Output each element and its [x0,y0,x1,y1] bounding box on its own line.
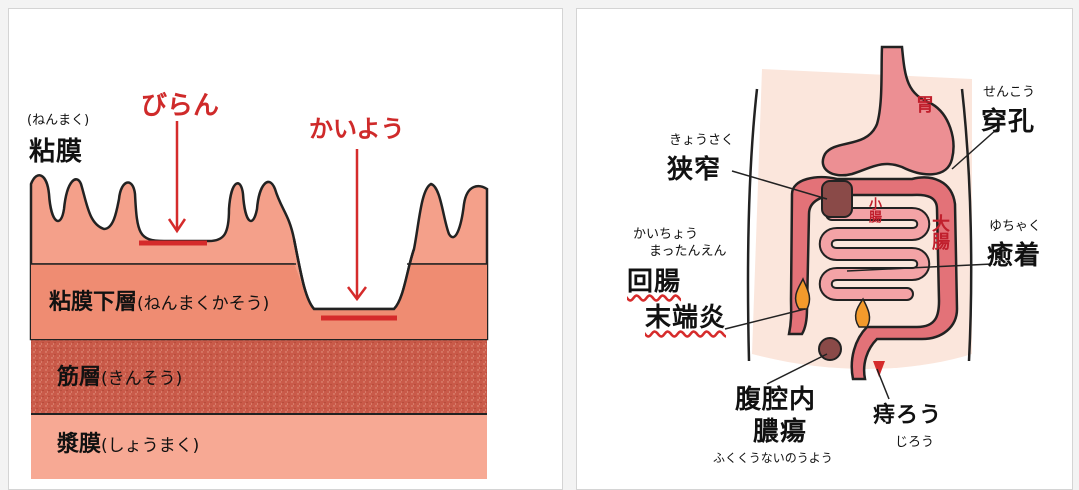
abscess-reading: ふくくうないのうよう [713,449,833,466]
stenosis-reading: きょうさく [669,129,734,148]
mucosa-label: 粘膜 [29,131,83,168]
ulcer-arrow [348,149,366,299]
ileitis-label-1: 回腸 [627,261,681,298]
perforation-reading: せんこう [983,81,1035,100]
intestinal-wall-diagram-panel: (ねんまく) 粘膜 びらん かいよう 粘膜下層(ねんまくかそう) 筋層(きんそう… [8,8,563,490]
muscle-label: 筋層(きんそう) [57,359,182,391]
hemorrhoid-label: 痔ろう [873,397,942,429]
crohn-complications-panel: 胃 小腸 大腸 せんこう 穿孔 きょうさく 狭窄 ゆちゃく 癒着 かいちょう ま… [576,8,1073,490]
ileitis-reading-2: まったんえん [649,240,726,259]
ulcer-label: かいよう [309,109,405,144]
stenosis-label: 狭窄 [667,149,721,186]
erosion-arrow [169,121,185,231]
mucosa-reading: (ねんまく) [27,109,89,128]
serosa-label: 漿膜(しょうまく) [57,426,199,458]
perforation-label: 穿孔 [981,101,1035,138]
submucosa-label: 粘膜下層(ねんまくかそう) [49,284,269,316]
small-intestine-label: 小腸 [864,197,883,223]
adhesion-reading: ゆちゃく [989,215,1041,234]
ileitis-label-2: 末端炎 [645,297,726,334]
adhesion-label: 癒着 [987,235,1041,272]
stomach-label: 胃 [910,95,936,113]
large-intestine-label: 大腸 [926,214,952,250]
erosion-label: びらん [141,85,219,122]
wall-cross-section [9,9,562,489]
hemorrhoid-reading: じろう [895,431,934,450]
abscess-label-2: 膿瘍 [753,411,807,448]
